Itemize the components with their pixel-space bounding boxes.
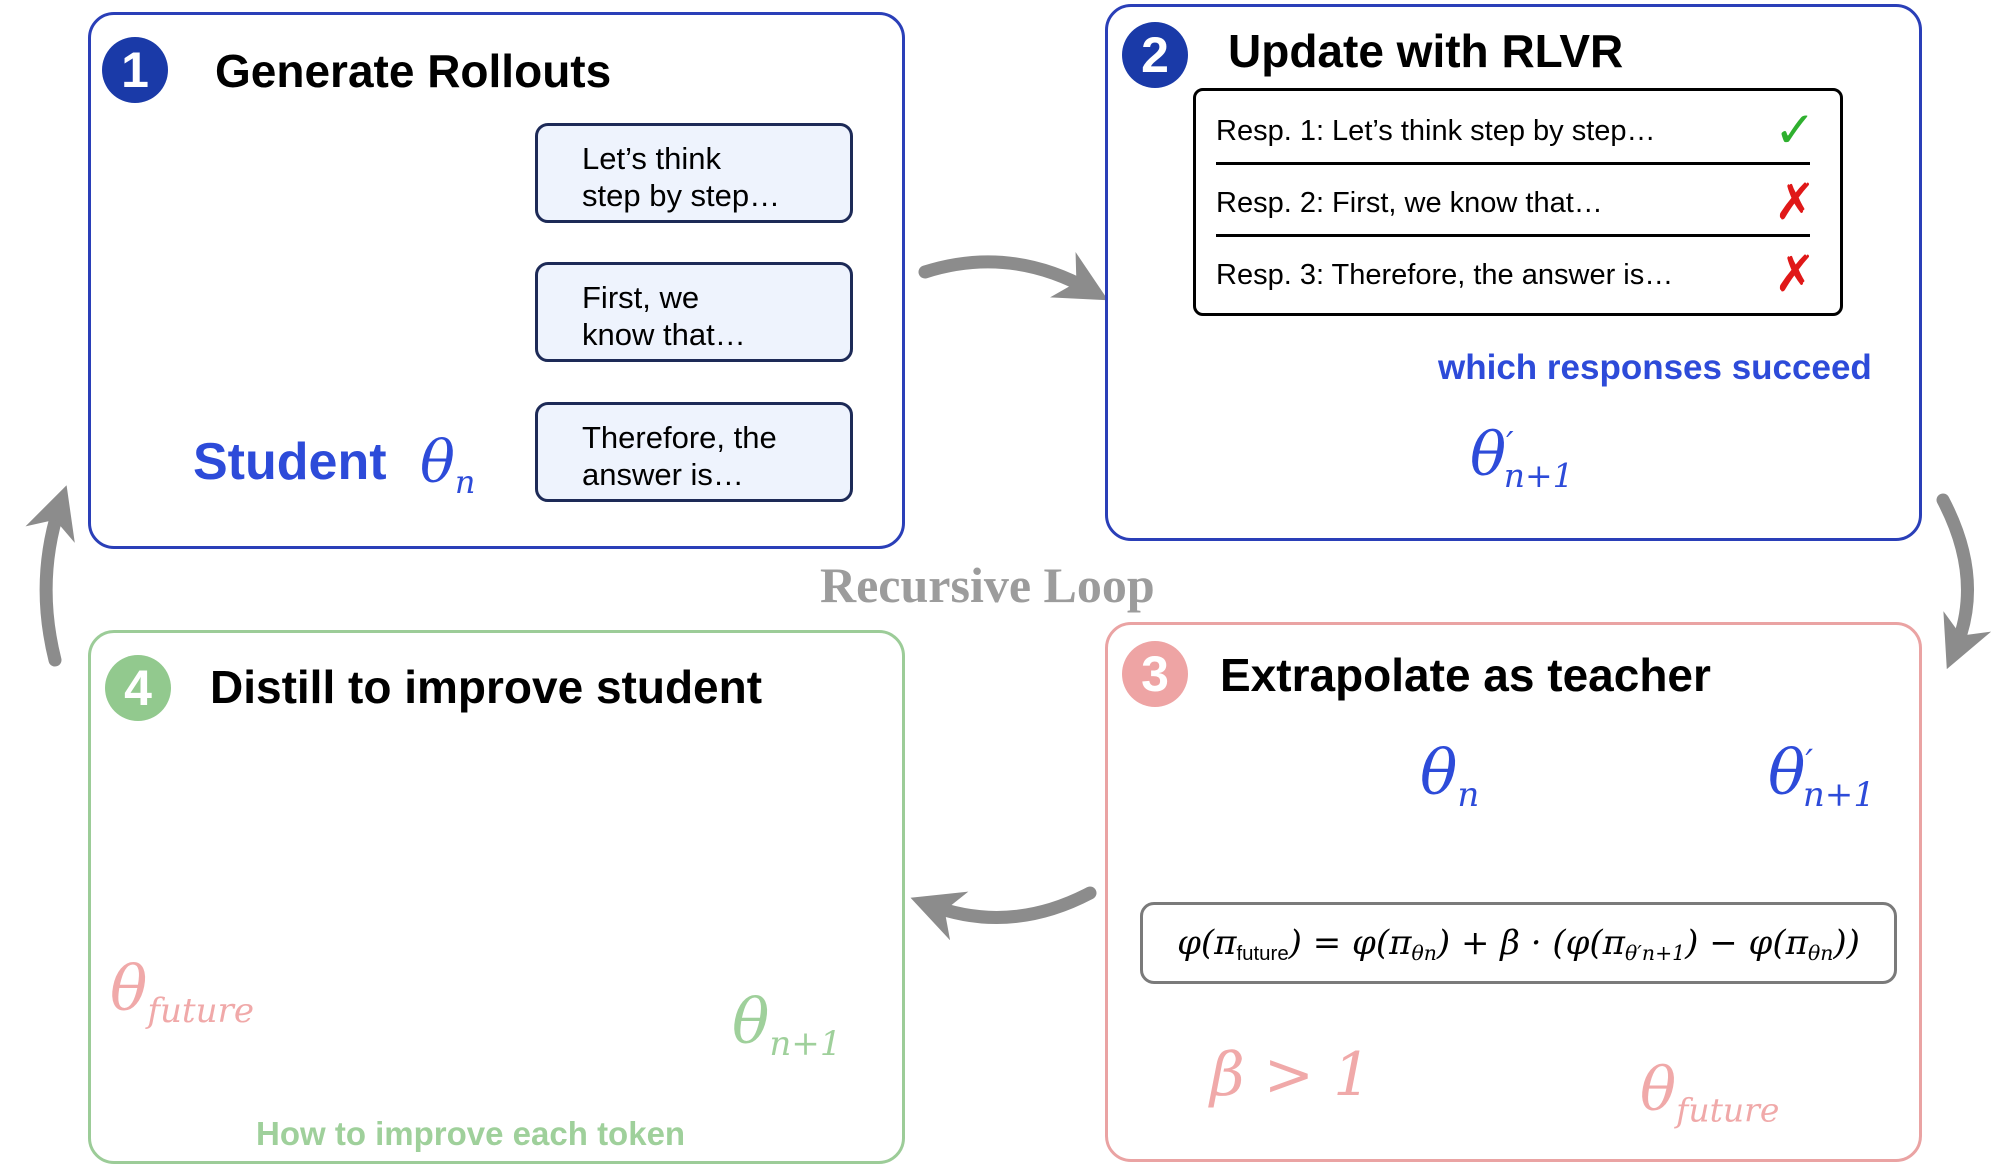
arrow-3-to-4 [910, 886, 1097, 941]
theta-future-source: θfuture [110, 952, 254, 1031]
arrow-2-to-3 [1936, 493, 1992, 670]
recursive-loop-label: Recursive Loop [820, 557, 1155, 613]
student-label: Student [193, 433, 387, 491]
response-divider-1 [1216, 162, 1810, 165]
rollout-bubble-3-line1: Therefore, the [582, 420, 777, 455]
arrow-4-to-1 [25, 485, 75, 667]
rollout-bubble-2-line2: know that… [582, 317, 746, 352]
arrow-1-to-2 [918, 252, 1109, 301]
step-number-4: 4 [105, 655, 171, 721]
step-number-3: 3 [1122, 641, 1188, 707]
response-row-3: Resp. 3: Therefore, the answer is… [1216, 259, 1674, 291]
responses-table: Resp. 1: Let’s think step by step… ✓ Res… [1193, 88, 1843, 316]
response-row-1: Resp. 1: Let’s think step by step… [1216, 115, 1656, 147]
panel-extrapolate-teacher [1105, 622, 1922, 1162]
rollout-bubble-3-line2: answer is… [582, 457, 744, 492]
response-row-2: Resp. 2: First, we know that… [1216, 187, 1603, 219]
rollout-bubble-2-line1: First, we [582, 280, 700, 315]
cross-icon: ✗ [1774, 174, 1816, 230]
step-number-1: 1 [102, 37, 168, 103]
rollout-bubble-2: First, we know that… [535, 262, 853, 362]
panel2-title: Update with RLVR [1228, 25, 1624, 77]
success-caption: which responses succeed [1438, 348, 1872, 387]
rollout-bubble-1-line2: step by step… [582, 178, 781, 213]
rollout-bubble-1: Let’s think step by step… [535, 123, 853, 223]
cross-icon: ✗ [1774, 246, 1816, 302]
panel4-title: Distill to improve student [210, 661, 763, 713]
panel1-title: Generate Rollouts [215, 45, 612, 97]
theta-n: θn [1420, 736, 1480, 815]
loop-arrows [25, 252, 1992, 941]
response-divider-2 [1216, 234, 1810, 237]
step-number-2: 2 [1122, 22, 1188, 88]
theta-future-teacher: θfuture [1640, 1055, 1780, 1130]
rollout-bubble-3: Therefore, the answer is… [535, 402, 853, 502]
panel-distill-student [88, 630, 905, 1164]
theta-n-plus-1-target: θn+1 [732, 985, 842, 1064]
student-theta: θn [420, 428, 476, 502]
extrapolation-formula: φ(πfuture) = φ(πθn) + β · (φ(πθ′n+1) − φ… [1140, 902, 1897, 984]
updated-theta: θ′n+1 [1470, 420, 1574, 495]
theta-n-plus-1-prime: θ′n+1 [1768, 736, 1876, 815]
beta-condition: β > 1 [1210, 1040, 1372, 1110]
rollout-bubble-1-line1: Let’s think [582, 141, 722, 176]
check-icon: ✓ [1774, 102, 1816, 158]
token-caption: How to improve each token [256, 1115, 686, 1152]
panel3-title: Extrapolate as teacher [1220, 649, 1711, 701]
